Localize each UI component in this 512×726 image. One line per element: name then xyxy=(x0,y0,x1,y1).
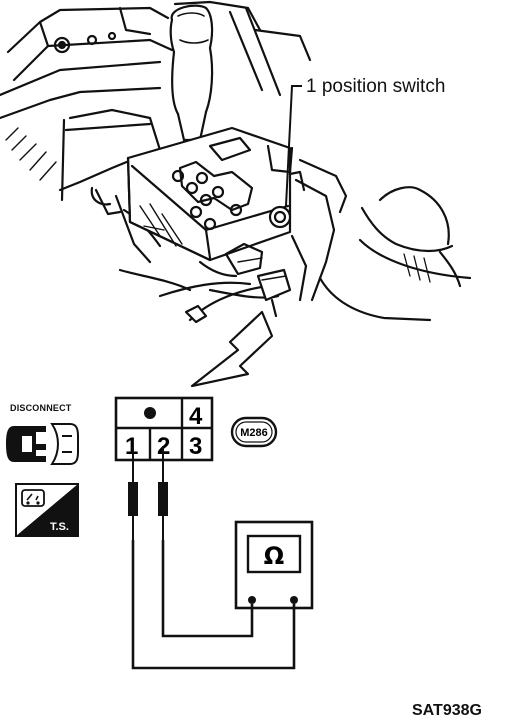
pin-1: 1 xyxy=(125,433,138,460)
ohm-symbol: Ω xyxy=(264,542,284,570)
meter-terminal-left xyxy=(248,596,256,604)
ts-label: T.S. xyxy=(50,521,69,533)
ohmmeter: Ω xyxy=(234,520,314,610)
lead-wire-outer xyxy=(131,540,296,670)
detail-arrow xyxy=(190,310,274,388)
figure-code: SAT938G xyxy=(412,702,482,719)
pin-4: 4 xyxy=(189,403,203,430)
probe-left xyxy=(128,446,138,540)
position-switch-button xyxy=(268,205,292,229)
shifter-illustration xyxy=(0,0,472,324)
connector-id-badge: M286 xyxy=(230,416,278,448)
meter-terminal-right xyxy=(290,596,298,604)
lead-wire-inner xyxy=(161,540,254,638)
connector-latch-dot xyxy=(144,407,156,419)
disconnect-label: DISCONNECT xyxy=(10,403,72,413)
callout-label: 1 position switch xyxy=(306,76,446,97)
connector-id-label: M286 xyxy=(240,427,268,439)
ts-badge: T.S. xyxy=(15,483,79,537)
disconnect-icon xyxy=(6,423,79,465)
callout-leader xyxy=(285,85,302,207)
probe-right xyxy=(158,446,168,540)
pin-3: 3 xyxy=(189,433,202,460)
